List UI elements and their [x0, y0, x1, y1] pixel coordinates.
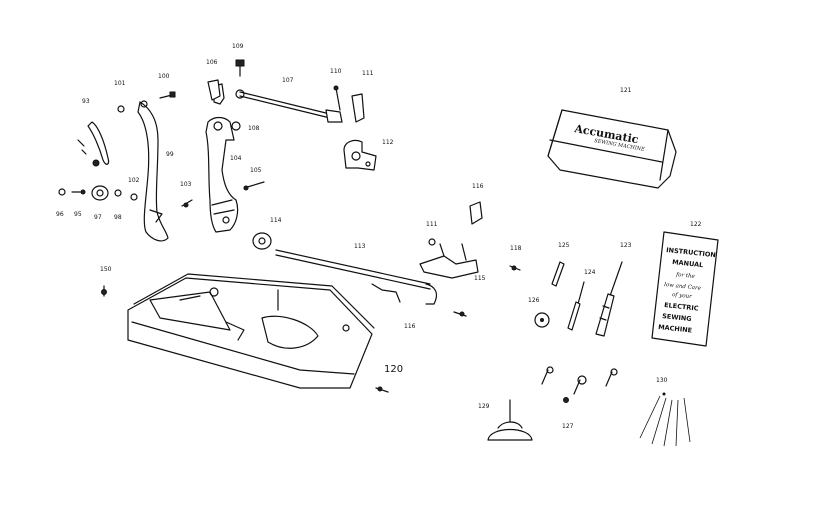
- callout-98: 98: [114, 214, 122, 221]
- part-112-cam: [343, 139, 377, 171]
- part-118-screw: [509, 265, 521, 271]
- callout-116b: 116: [404, 323, 416, 330]
- callout-126: 126: [528, 297, 540, 304]
- callout-125: 125: [558, 242, 570, 249]
- manual-line7: SEWING: [662, 312, 692, 323]
- part-94-screw: [77, 139, 100, 167]
- callout-115: 115: [474, 275, 486, 282]
- part-105-screw: [243, 181, 265, 191]
- callout-118: 118: [510, 245, 522, 252]
- callout-127: 127: [562, 423, 574, 430]
- callout-111b: 111: [426, 221, 438, 228]
- part-114-spool: [252, 232, 272, 250]
- callout-96: 96: [56, 211, 64, 218]
- callout-112: 112: [382, 139, 394, 146]
- part-101-nut: [117, 105, 125, 113]
- base-plate: [127, 273, 375, 389]
- callout-113: 113: [354, 243, 366, 250]
- manual-line6: ELECTRIC: [664, 301, 699, 313]
- callout-108: 108: [248, 125, 260, 132]
- part-125-pencil-tool: [551, 261, 565, 287]
- callout-100: 100: [158, 73, 170, 80]
- callout-103: 103: [180, 181, 192, 188]
- part-129-oil-can: [487, 399, 533, 441]
- part-102-stud: [130, 193, 138, 201]
- part-110-screw: [333, 85, 341, 111]
- part-120-screw: [375, 386, 389, 393]
- callout-123: 123: [620, 242, 632, 249]
- part-113-long-rod: [275, 249, 438, 305]
- part-111-knob: [351, 93, 365, 123]
- manual-line3: for the: [675, 272, 696, 280]
- part-130-needles: [639, 392, 691, 447]
- part-103-screw: [181, 199, 193, 208]
- callout-104: 104: [230, 155, 242, 162]
- callout-111: 111: [362, 70, 374, 77]
- part-117-screw: [453, 311, 467, 317]
- part-150-screw: [101, 285, 107, 297]
- callout-121: 121: [620, 87, 632, 94]
- callout-109: 109: [232, 43, 244, 50]
- part-109-screw: [235, 59, 245, 77]
- callout-93: 93: [82, 98, 90, 105]
- part-108-bushing: [231, 121, 241, 131]
- callout-102: 102: [128, 177, 140, 184]
- callout-124: 124: [584, 269, 596, 276]
- part-93-lever: [87, 121, 110, 165]
- part-123-screwdriver: [595, 261, 623, 337]
- manual-line4: low and Care: [664, 282, 702, 292]
- part-100-screw: [159, 91, 176, 99]
- part-99-lever-arm: [137, 100, 169, 242]
- part-121-tin-box: [547, 109, 677, 189]
- part-124-small-screwdriver: [567, 281, 585, 331]
- callout-101: 101: [114, 80, 126, 87]
- callout-107: 107: [282, 77, 294, 84]
- callout-116: 116: [472, 183, 484, 190]
- callout-99: 99: [166, 151, 174, 158]
- callout-122: 122: [690, 221, 702, 228]
- callout-129: 129: [478, 403, 490, 410]
- part-106-fitting: [207, 79, 221, 101]
- callout-114: 114: [270, 217, 282, 224]
- part-111-nut: [428, 238, 436, 246]
- manual-line8: MACHINE: [658, 323, 693, 335]
- part-127-screws: [541, 366, 618, 403]
- part-122-instruction-manual: [651, 231, 719, 347]
- part-107-rod: [235, 89, 343, 123]
- callout-106: 106: [206, 59, 218, 66]
- callout-95: 95: [74, 211, 82, 218]
- callout-130: 130: [656, 377, 668, 384]
- part-115-bracket: [419, 243, 479, 279]
- part-116-blade: [469, 201, 483, 225]
- parts-96-98-washers: [58, 185, 122, 201]
- manual-line5: of your: [672, 292, 693, 300]
- callout-120: 120: [384, 364, 403, 375]
- part-126-washer: [534, 312, 550, 328]
- callout-110: 110: [330, 68, 342, 75]
- callout-150: 150: [100, 266, 112, 273]
- callout-97: 97: [94, 214, 102, 221]
- callout-105: 105: [250, 167, 262, 174]
- manual-line2: MANUAL: [672, 258, 704, 269]
